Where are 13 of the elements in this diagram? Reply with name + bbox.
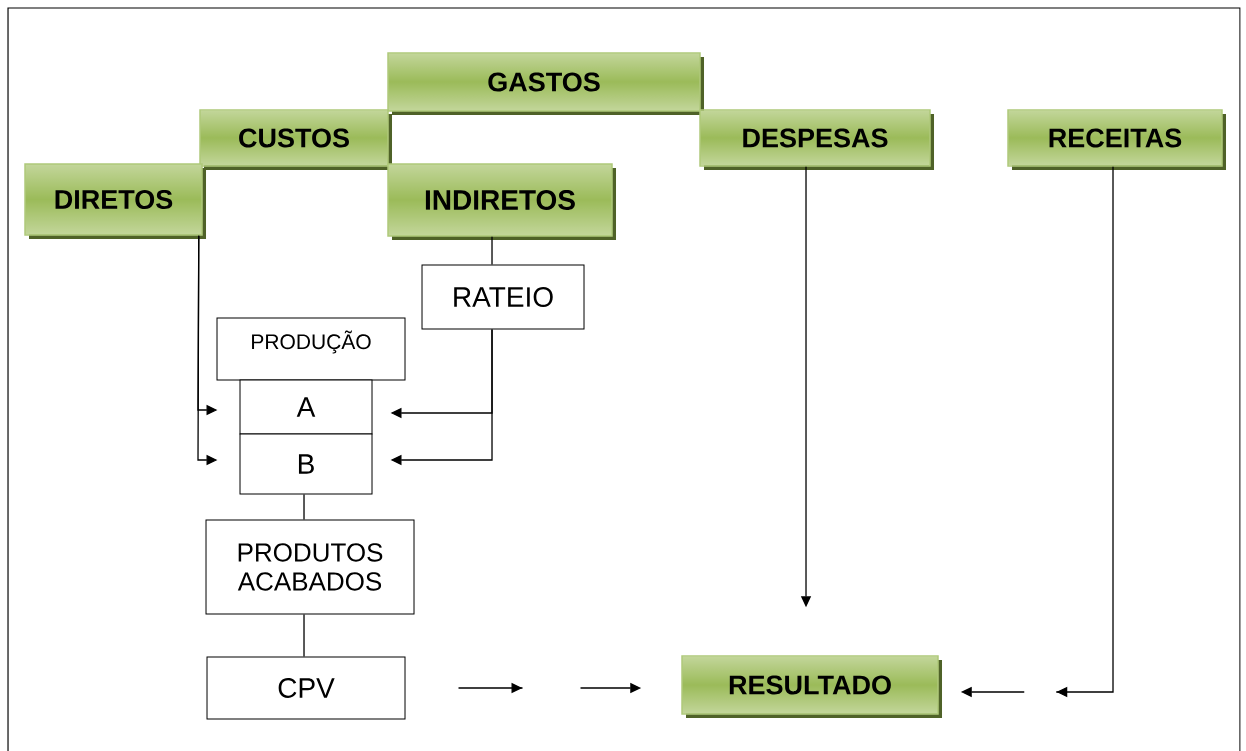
process-box: RATEIO [421,264,585,330]
category-box: CUSTOS [199,109,392,170]
category-box: INDIRETOS [387,163,616,240]
category-box: DIRETOS [24,163,206,239]
process-box: PRODUÇÃO [216,317,406,381]
process-box: A [239,379,373,435]
category-box: RESULTADO [681,655,942,718]
process-box: B [239,433,373,495]
category-box: GASTOS [387,52,704,115]
process-box: PRODUTOS ACABADOS [205,519,415,615]
category-box: DESPESAS [699,109,934,170]
category-box: RECEITAS [1007,109,1226,170]
process-box: CPV [206,656,406,720]
